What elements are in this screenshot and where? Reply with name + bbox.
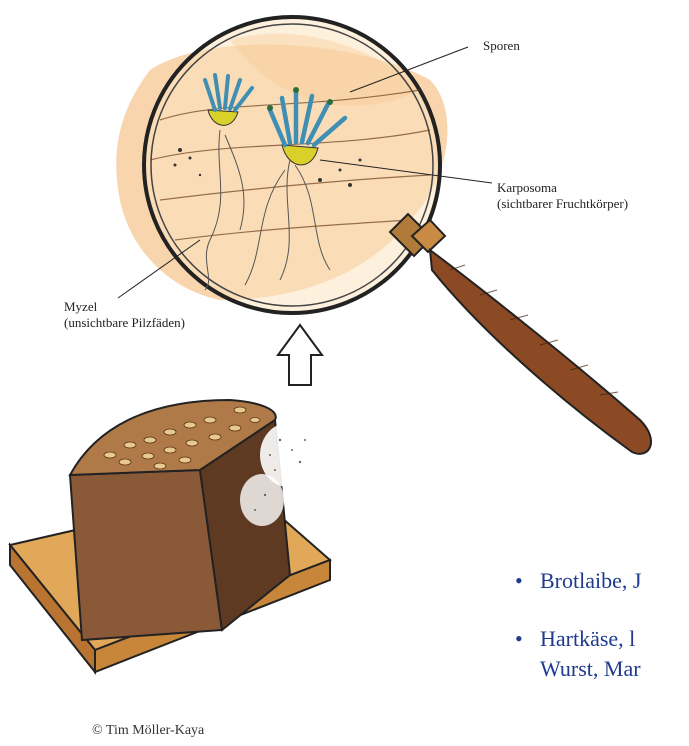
bread-loaf <box>70 400 316 640</box>
bullet-item-2-continued: Wurst, Mar <box>540 654 641 684</box>
bullet-item-2-text-line2: Wurst, Mar <box>540 656 641 681</box>
label-sporen: Sporen <box>483 38 520 54</box>
magnifying-glass <box>144 17 440 313</box>
label-karposoma-description: (sichtbarer Fruchtkörper) <box>497 196 628 212</box>
bullet-dot: • <box>515 566 523 596</box>
bullet-item-1: • Brotlaibe, J <box>540 566 641 596</box>
label-myzel: Myzel <box>64 299 97 315</box>
bullet-dot: • <box>515 624 523 654</box>
bullet-item-2: • Hartkäse, l <box>540 624 635 654</box>
bullet-item-2-text: Hartkäse, l <box>540 626 635 651</box>
up-arrow-icon <box>278 325 322 385</box>
magnifier-handle <box>390 214 651 454</box>
label-karposoma: Karposoma <box>497 180 557 196</box>
image-credit: © Tim Möller-Kaya <box>92 723 204 739</box>
label-myzel-description: (unsichtbare Pilzfäden) <box>64 315 185 331</box>
bullet-item-1-text: Brotlaibe, J <box>540 568 641 593</box>
